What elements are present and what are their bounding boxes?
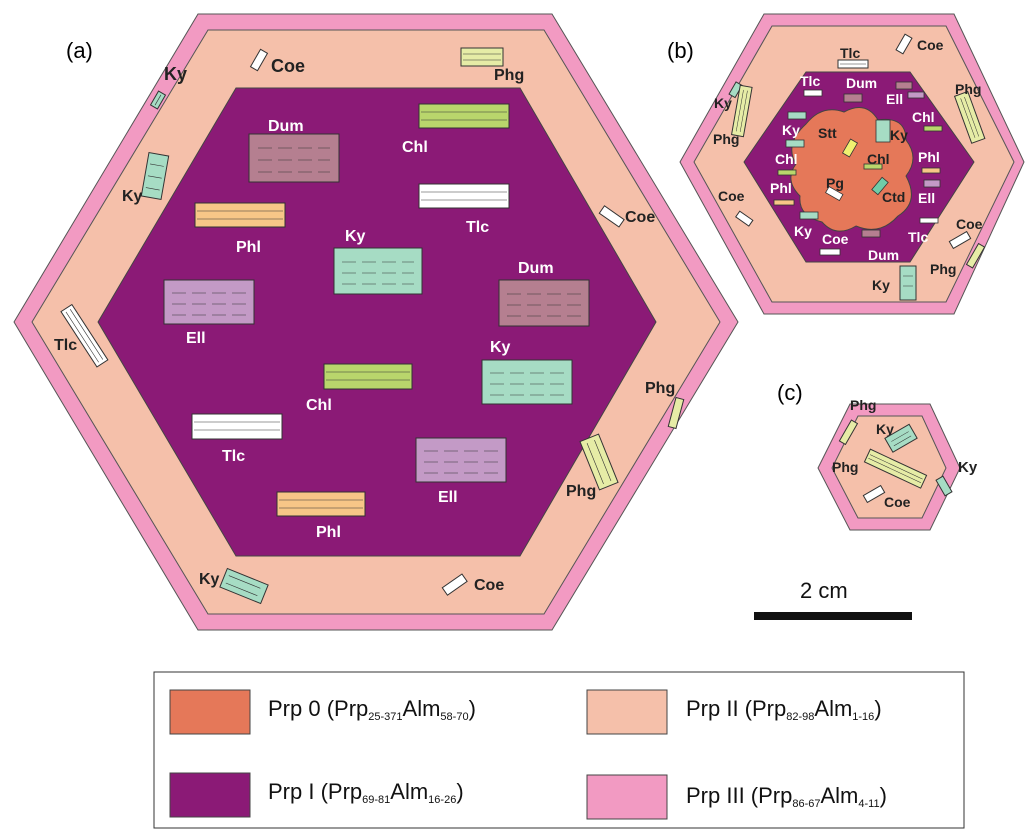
panel-c-label: (c) xyxy=(777,380,803,405)
label-dum: Dum xyxy=(868,247,899,263)
panel-a-label: (a) xyxy=(66,38,93,63)
label-ky: Ky xyxy=(794,223,812,239)
label-ell: Ell xyxy=(438,489,458,506)
label-ky: Ky xyxy=(122,188,143,205)
panel-b-label: (b) xyxy=(667,38,694,63)
legend-swatch-prp-i xyxy=(169,772,251,818)
label-phl: Phl xyxy=(770,180,792,196)
label-coe: Coe xyxy=(917,37,944,53)
label-tlc: Tlc xyxy=(908,229,928,245)
label-phg: Phg xyxy=(494,67,524,84)
label-ky: Ky xyxy=(714,95,732,111)
legend-label-prp-ii: Prp II (Prp82-98Alm1-16) xyxy=(686,696,882,723)
label-phg: Phg xyxy=(955,81,981,97)
label-stt: Stt xyxy=(818,125,837,141)
label-ky: Ky xyxy=(872,277,890,293)
label-dum: Dum xyxy=(518,260,554,277)
label-coe: Coe xyxy=(474,577,504,594)
label-phg: Phg xyxy=(930,261,956,277)
label-ctd: Ctd xyxy=(882,189,905,205)
label-chl: Chl xyxy=(402,139,428,156)
label-ky: Ky xyxy=(490,339,511,356)
label-ky: Ky xyxy=(164,64,187,84)
label-chl: Chl xyxy=(306,397,332,414)
scale-bar: 2 cm xyxy=(754,578,912,620)
legend-frame xyxy=(153,671,965,829)
label-phg: Phg xyxy=(645,380,675,397)
scale-bar-label: 2 cm xyxy=(800,578,848,603)
scale-bar-line xyxy=(754,612,912,620)
label-dum: Dum xyxy=(846,75,877,91)
panel-a: (a) Ky Coe Phg Ky Coe Tlc Phg Phg Ky Coe… xyxy=(13,13,739,631)
label-tlc: Tlc xyxy=(800,73,820,89)
legend-swatch-prp-ii xyxy=(586,689,668,735)
label-coe: Coe xyxy=(884,494,911,510)
panel-b: (b) Tlc Coe Ky Phg Phg Coe Coe Phg Ky Tl… xyxy=(667,13,1025,315)
label-ky: Ky xyxy=(782,122,800,138)
legend-label-prp-iii: Prp III (Prp86-67Alm4-11) xyxy=(686,783,887,810)
label-tlc: Tlc xyxy=(54,337,77,354)
label-phg: Phg xyxy=(832,459,858,475)
label-coe: Coe xyxy=(956,216,983,232)
label-phg: Phg xyxy=(850,397,876,413)
label-phl: Phl xyxy=(316,524,341,541)
label-coe: Coe xyxy=(822,231,849,247)
legend: Prp 0 (Prp25-371Alm58-70) Prp II (Prp82-9… xyxy=(153,671,965,829)
label-coe: Coe xyxy=(718,188,745,204)
label-tlc: Tlc xyxy=(222,448,245,465)
label-phg: Phg xyxy=(566,483,596,500)
label-ell: Ell xyxy=(918,190,935,206)
label-phl: Phl xyxy=(918,149,940,165)
label-phg: Phg xyxy=(713,131,739,147)
label-ky: Ky xyxy=(345,228,366,245)
label-ky: Ky xyxy=(199,571,220,588)
label-coe: Coe xyxy=(625,209,655,226)
label-dum: Dum xyxy=(268,118,304,135)
legend-swatch-prp-iii xyxy=(586,774,668,820)
label-chl: Chl xyxy=(867,151,890,167)
label-chl: Chl xyxy=(912,109,935,125)
label-ky: Ky xyxy=(876,421,894,437)
label-ell: Ell xyxy=(886,91,903,107)
label-tlc: Tlc xyxy=(840,45,860,61)
label-phl: Phl xyxy=(236,239,261,256)
label-ky: Ky xyxy=(890,127,908,143)
legend-swatch-prp-0 xyxy=(169,689,251,735)
label-ell: Ell xyxy=(186,330,206,347)
label-ky: Ky xyxy=(958,459,978,476)
label-chl: Chl xyxy=(775,151,798,167)
label-tlc: Tlc xyxy=(466,219,489,236)
legend-label-prp-0: Prp 0 (Prp25-371Alm58-70) xyxy=(268,696,476,723)
label-coe: Coe xyxy=(271,56,305,76)
legend-label-prp-i: Prp I (Prp69-81Alm16-26) xyxy=(268,779,464,806)
panel-c: (c) Phg Ky Ky Phg Coe xyxy=(777,380,978,531)
